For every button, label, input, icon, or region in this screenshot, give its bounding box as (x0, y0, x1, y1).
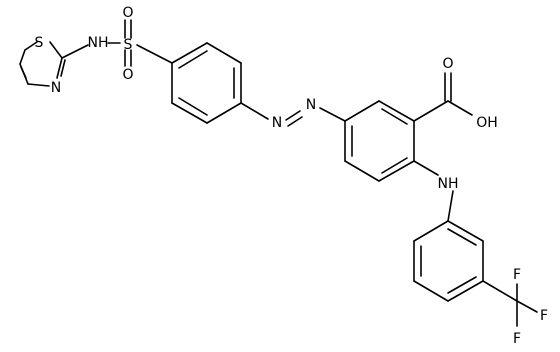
thiazole-sulfur-label: S (35, 35, 44, 51)
bond-ring-nh (413, 160, 439, 176)
fluorine-top-label: F (513, 267, 521, 283)
fluorine-right-label: F (540, 308, 548, 324)
trifluoromethyl-group (482, 280, 538, 327)
bond-thiazole-nh (61, 44, 89, 59)
fluorine-bottom-label: F (513, 331, 521, 347)
sulfonyl-oxygen-top-label: O (122, 5, 133, 21)
sulfonamide-nh-label: NH (88, 35, 109, 51)
amine-nh-label: NH (438, 176, 459, 192)
bond-nh-ring (447, 190, 454, 222)
benzene-ring-trifluoromethylphenyl (413, 220, 484, 302)
benzene-ring-sulfonyl (171, 42, 242, 124)
hydroxyl-label: OH (476, 115, 498, 131)
carbonyl-oxygen-label: O (442, 56, 453, 72)
carboxylic-acid-group (413, 72, 473, 122)
sulfonyl-oxygen-bottom-label: O (122, 67, 133, 83)
benzene-ring-central (344, 100, 415, 182)
thiazole-nitrogen-label: N (51, 80, 61, 96)
sulfonyl-group (124, 19, 173, 67)
sulfonyl-sulfur-label: S (124, 37, 133, 53)
thiazole-ring (19, 41, 66, 87)
azo-nitrogen-1-label: N (272, 115, 282, 131)
azo-nitrogen-2-label: N (306, 97, 316, 113)
azo-linkage (240, 102, 346, 127)
